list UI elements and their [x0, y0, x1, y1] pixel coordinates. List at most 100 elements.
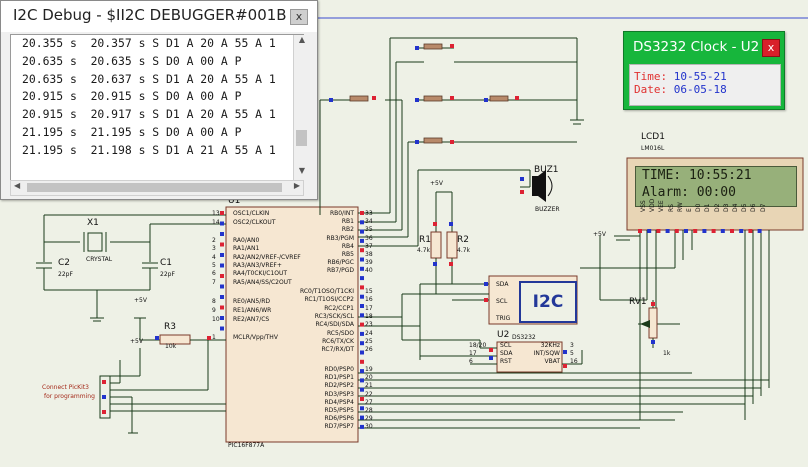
pin-marker — [360, 397, 364, 401]
mcu-right-pin-num: 20 — [365, 374, 373, 382]
pin-marker — [665, 229, 670, 233]
i2c-probe-pin-sda: SDA — [496, 281, 509, 288]
i2c-probe-label[interactable]: I2C — [519, 281, 577, 323]
pin-marker — [360, 406, 364, 411]
rv1-val: 1k — [663, 350, 671, 357]
i2c-debug-title: I2C Debug - $II2C DEBUGGER#001B — [13, 6, 287, 24]
mcu-right-pin-num: 25 — [365, 337, 373, 345]
pin-marker — [220, 253, 224, 257]
mcu-right-pin-name: RB6/PGC — [327, 259, 354, 267]
i2c-probe-pin-scl: SCL — [496, 298, 508, 305]
mcu-right-pin-num: 22 — [365, 390, 373, 398]
mcu-right-pin-num: 19 — [365, 366, 373, 373]
rtc-right-pin-name: VBAT — [544, 358, 560, 365]
mcu-left-pin-name: RA4/T0CKI/C1OUT — [233, 270, 288, 278]
pin-marker — [329, 98, 333, 102]
mcu-right-pin-num: 36 — [365, 234, 373, 242]
lcd-ref: LCD1 — [641, 132, 665, 142]
mcu-right-pin-name: RD4/PSP4 — [324, 398, 355, 406]
rtc-left-pin-name: SCL — [500, 342, 512, 349]
rtc-right-pin-name: INT/SQW — [533, 350, 560, 357]
mcu-right-pin-name: RC0/T1OSO/T1CKI — [299, 288, 354, 295]
rtc-left-pin-name: SDA — [500, 350, 513, 357]
scroll-left-icon[interactable]: ◀ — [14, 181, 21, 190]
programmer-note-line2: for programming — [44, 393, 95, 400]
lcd-pin-label: VDD — [649, 198, 657, 212]
mcu-right-pin-num: 26 — [365, 346, 373, 354]
pin-marker — [360, 229, 364, 234]
pin-marker — [220, 263, 224, 268]
pin-marker — [638, 229, 642, 233]
mcu-right-pin-name: RD6/PSP6 — [324, 415, 355, 423]
pin-marker — [220, 295, 224, 299]
i2c-debug-titlebar[interactable]: I2C Debug - $II2C DEBUGGER#001B x — [1, 1, 317, 32]
i2c-debug-hscrollbar[interactable]: ◀ ▶ — [10, 180, 304, 196]
mcu-right-pin-num: 39 — [365, 259, 373, 267]
mcu-left-pin-name: OSC2/CLKOUT — [233, 219, 276, 226]
pin-marker — [450, 96, 454, 100]
pin-marker — [674, 229, 679, 233]
pin-marker — [360, 313, 364, 318]
pin-marker — [155, 336, 159, 340]
mcu-left-pin-num: 4 — [212, 253, 216, 261]
rtc-left-pin-num: 18/20 — [469, 342, 487, 349]
mcu-left-pin-name: MCLR/Vpp/THV — [233, 334, 278, 341]
mcu-right-pin-name: RB4 — [341, 242, 354, 250]
pin-marker — [433, 222, 437, 226]
lcd-pin-label: E — [686, 208, 693, 212]
scroll-down-icon[interactable]: ▼ — [298, 166, 306, 175]
pin-marker — [220, 274, 224, 278]
pin-marker — [748, 229, 753, 233]
date-value: 06-05-18 — [673, 83, 727, 96]
pin-marker — [360, 276, 364, 281]
pin-marker — [360, 266, 364, 271]
mcu-left-pin-num: 14 — [212, 219, 220, 226]
pin-marker — [720, 229, 725, 233]
pin-marker — [656, 229, 661, 233]
scroll-up-icon[interactable]: ▲ — [298, 35, 306, 44]
mcu-left-pin-num: 2 — [212, 237, 216, 244]
mcu-right-pin-name: RD0/PSP0 — [324, 366, 355, 373]
log-line: 20.635 s 20.637 s S D1 A 20 A 55 A 1 — [22, 71, 276, 86]
pin-marker — [360, 294, 364, 299]
i2c-debug-vscroll-thumb[interactable] — [296, 130, 307, 146]
pin-marker — [220, 242, 224, 247]
mcu-right-pin-name: RC2/CCP1 — [324, 304, 354, 312]
mcu-left-pin-name: RA1/AN1 — [233, 245, 260, 253]
pin-marker — [102, 395, 106, 399]
mcu-right-pin-name: RB7/PGD — [326, 267, 354, 275]
lcd-pin-label: RW — [676, 202, 684, 212]
mcu-right-pin-name: RD7/PSP7 — [324, 423, 355, 431]
mcu-right-pin-name: RC3/SCK/SCL — [314, 312, 354, 320]
pin-marker — [449, 222, 453, 226]
pin-marker — [730, 229, 734, 233]
mcu-left-pin-name: RE0/AN5/RD — [233, 298, 271, 305]
power-label-lcd: +5V — [593, 231, 606, 238]
pin-marker — [449, 262, 453, 266]
pin-marker — [220, 211, 224, 215]
pin-marker — [360, 341, 364, 346]
mcu-right-pin-name: RC4/SDI/SDA — [315, 321, 354, 329]
mcu-left-pin-num: 8 — [212, 298, 216, 305]
scroll-right-icon[interactable]: ▶ — [293, 181, 300, 190]
i2c-debug-close-button[interactable]: x — [290, 9, 308, 25]
rtc-left-pin-num: 17 — [469, 350, 477, 357]
i2c-debug-window[interactable]: I2C Debug - $II2C DEBUGGER#001B x 20.355… — [0, 0, 318, 200]
i2c-debug-vscrollbar[interactable]: ▲ ▼ — [293, 35, 310, 180]
mcu-left-pin-name: RE1/AN6/WR — [233, 307, 272, 314]
pin-marker — [360, 424, 364, 429]
mcu-left-pin-name: RA5/AN4/SS/C2OUT — [233, 278, 292, 286]
buzzer-ref: BUZ1 — [534, 165, 559, 175]
i2c-debug-hscroll-thumb[interactable] — [27, 183, 282, 192]
ds3232-readout: Time: 10-55-21 Date: 06-05-18 — [629, 64, 781, 106]
lcd-line-2: Alarm: 00:00 — [642, 185, 736, 200]
ds3232-clock-window[interactable]: DS3232 Clock - U2 x Time: 10-55-21 Date:… — [623, 31, 785, 110]
mcu-right-pin-name: RD2/PSP2 — [324, 382, 355, 390]
mcu-right-pin-num: 24 — [365, 329, 373, 337]
rtc-left-pin-num: 6 — [469, 358, 473, 365]
mcu-right-pin-num: 33 — [365, 210, 373, 217]
rtc-right-pin-num: 5 — [570, 350, 574, 357]
ds3232-close-button[interactable]: x — [762, 39, 780, 57]
